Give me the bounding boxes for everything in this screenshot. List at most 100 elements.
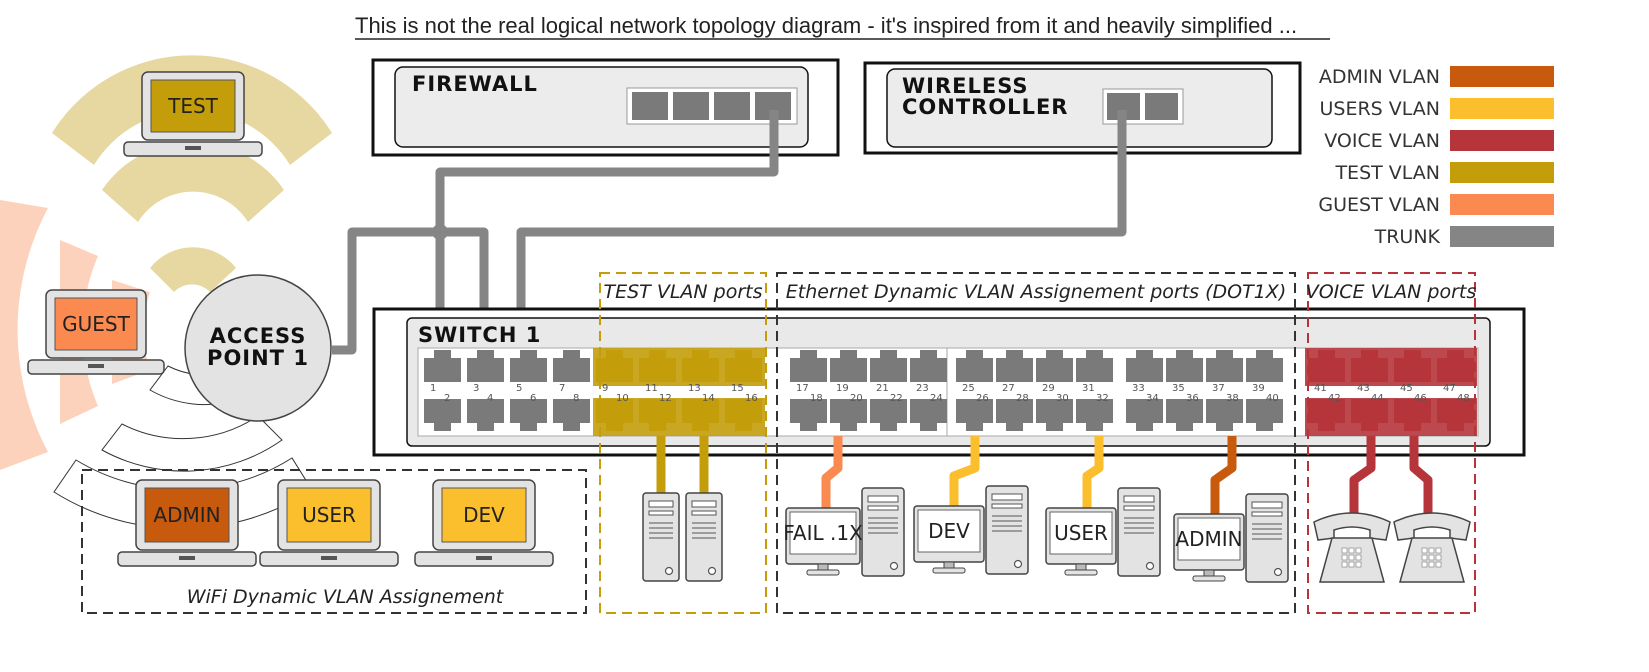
switch-port-bottom [1126, 399, 1163, 431]
switch-port-top [725, 350, 762, 382]
port-number-odd: 3 [473, 383, 479, 394]
switch-port-top [639, 350, 676, 382]
vlan-port-band-gap [1434, 386, 1477, 398]
port-number-even: 36 [1186, 393, 1199, 404]
switch-port-bottom [1206, 399, 1243, 431]
switch-port-top [1308, 350, 1345, 382]
port-number-odd: 39 [1252, 383, 1265, 394]
port-number-even: 22 [890, 393, 903, 404]
laptop-label-user: USER [302, 503, 356, 527]
port-number-odd: 35 [1172, 383, 1185, 394]
laptop-label-dev: DEV [463, 503, 505, 527]
port-number-odd: 31 [1082, 383, 1095, 394]
legend-swatch [1450, 162, 1554, 183]
switch-port-top [682, 350, 719, 382]
switch-port-top [870, 350, 907, 382]
dot1x-ports-label: Ethernet Dynamic VLAN Assignement ports … [786, 281, 1287, 303]
access-point-label-line2: POINT 1 [207, 346, 309, 370]
access-cables [656, 436, 1433, 516]
laptop-admin: ADMIN [117, 479, 257, 567]
port-number-even: 8 [573, 393, 579, 404]
wifi-dynamic-vlan-group: WiFi Dynamic VLAN Assignement [81, 469, 587, 614]
switch-port-top [1246, 350, 1283, 382]
port-number-odd: 21 [876, 383, 889, 394]
legend-swatch [1450, 130, 1554, 151]
wireless-controller-label-line2: CONTROLLER [902, 95, 1068, 119]
switch-device: SWITCH 1 1234567891011121314151617181920… [372, 307, 1526, 457]
switch-port-top [510, 350, 547, 382]
firewall-label: FIREWALL [412, 72, 538, 96]
legend-label: VOICE VLAN [1324, 130, 1440, 152]
switch-port-top [1394, 350, 1431, 382]
voip-phone-1 [1313, 512, 1391, 583]
port-number-odd: 25 [962, 383, 975, 394]
test-server-1 [642, 492, 680, 582]
switch-port-top [1437, 350, 1474, 382]
test-vlan-servers [642, 492, 723, 582]
port-number-odd: 11 [645, 383, 658, 394]
laptop-screen [54, 297, 138, 351]
switch-port-bottom [790, 399, 827, 431]
port-number-odd: 17 [796, 383, 809, 394]
port-number-even: 42 [1328, 393, 1341, 404]
port-number-even: 12 [659, 393, 672, 404]
port-number-odd: 27 [1002, 383, 1015, 394]
switch-port-bottom [910, 399, 947, 431]
port-number-odd: 1 [430, 383, 436, 394]
switch-port-bottom [1036, 399, 1073, 431]
access-point-device: ACCESS POINT 1 [184, 274, 332, 422]
switch-port-bottom [1166, 399, 1203, 431]
laptop-dev: DEV [414, 479, 554, 567]
port-number-even: 38 [1226, 393, 1239, 404]
legend-label: ADMIN VLAN [1319, 66, 1440, 88]
vlan-port-band-gap [636, 386, 679, 398]
switch-port-top [1036, 350, 1073, 382]
port-number-odd: 47 [1443, 383, 1456, 394]
switch-port-bottom [870, 399, 907, 431]
legend-label: TRUNK [1374, 226, 1441, 248]
port-number-even: 4 [487, 393, 493, 404]
port-number-odd: 43 [1357, 383, 1370, 394]
switch-port-bottom [1394, 399, 1431, 431]
vlan-port-band-gap [1391, 386, 1434, 398]
port-number-even: 34 [1146, 393, 1159, 404]
wireless-controller-label-line1: WIRELESS [902, 74, 1029, 98]
switch-port-bottom [1308, 399, 1345, 431]
laptop-label-guest: GUEST [62, 312, 130, 336]
legend-swatch [1450, 66, 1554, 87]
wired-pc-label-admin: ADMIN [1175, 527, 1242, 551]
port-number-odd: 9 [602, 383, 608, 394]
wired-pc-fail: FAIL .1X [783, 487, 905, 577]
legend-swatch [1450, 226, 1554, 247]
port-number-even: 2 [444, 393, 450, 404]
test-server-2 [685, 492, 723, 582]
port-number-even: 30 [1056, 393, 1069, 404]
laptop-user: USER [259, 479, 399, 567]
test-vlan-ports-group: TEST VLAN ports [599, 272, 767, 614]
switch-port-top [1351, 350, 1388, 382]
voice-phones [1313, 512, 1471, 583]
switch-port-bottom [725, 399, 762, 431]
legend-swatch [1450, 98, 1554, 119]
port-number-even: 6 [530, 393, 536, 404]
switch-port-bottom [510, 399, 547, 431]
port-number-odd: 7 [559, 383, 565, 394]
laptop-screen [441, 487, 527, 543]
port-number-odd: 41 [1314, 383, 1327, 394]
wifi-dynamic-vlan-label: WiFi Dynamic VLAN Assignement [187, 586, 505, 608]
port-number-even: 18 [810, 393, 823, 404]
laptop-screen [144, 487, 230, 543]
legend-label: USERS VLAN [1319, 98, 1440, 120]
port-number-even: 44 [1371, 393, 1384, 404]
voip-phone-2 [1393, 512, 1471, 583]
switch-port-top [996, 350, 1033, 382]
switch-port-bottom [1076, 399, 1113, 431]
voice-vlan-ports-group: VOICE VLAN ports [1306, 272, 1476, 614]
port-number-odd: 5 [516, 383, 522, 394]
wired-pc-label-dev: DEV [928, 519, 970, 543]
switch-port-top [467, 350, 504, 382]
